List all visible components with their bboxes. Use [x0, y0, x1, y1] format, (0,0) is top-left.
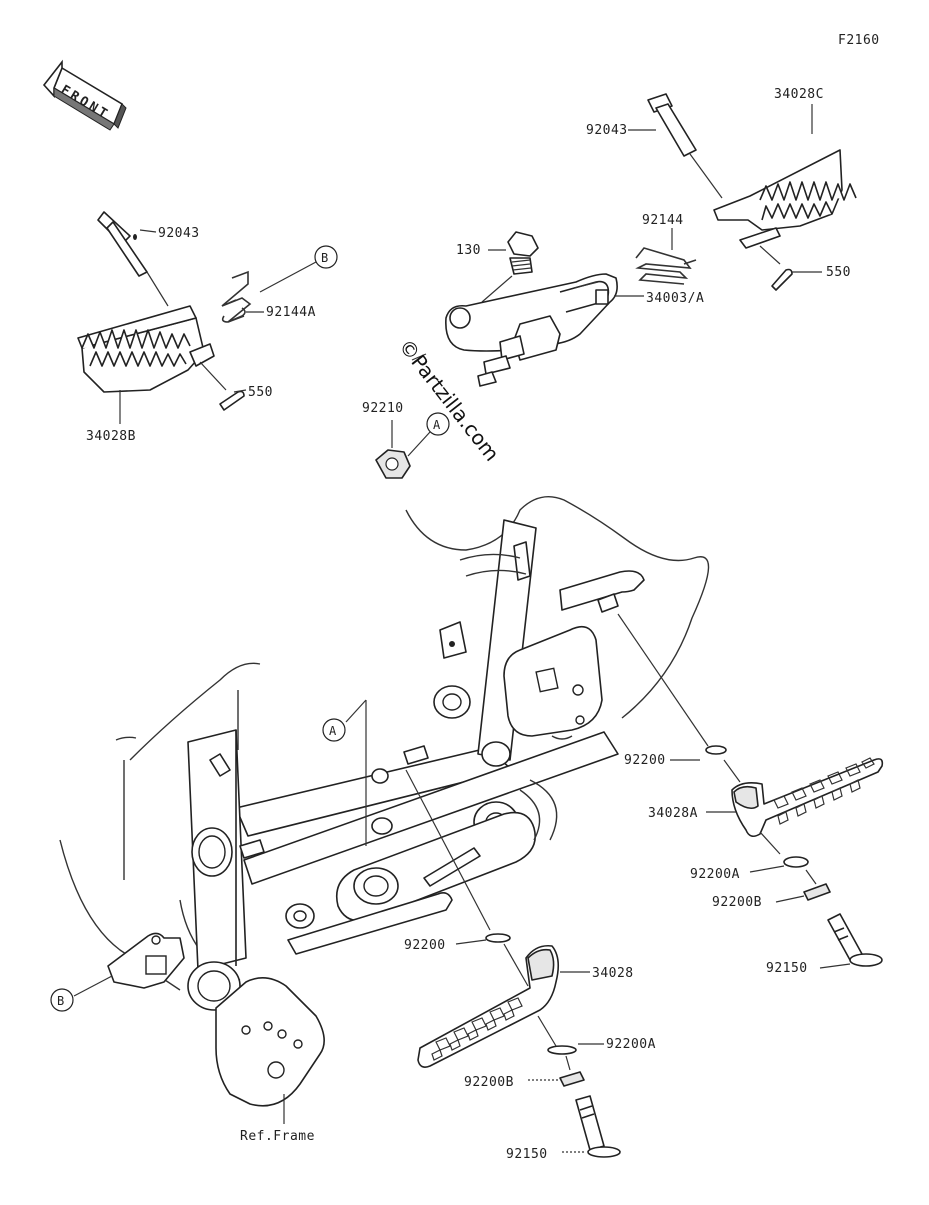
- svg-text:B: B: [57, 994, 64, 1008]
- spring-92144a: [221, 270, 252, 323]
- washer-92200-bottom: [485, 933, 511, 943]
- label-92043-right: 92043: [586, 123, 628, 138]
- pin-92150-bottom: [575, 1095, 621, 1158]
- washer-92200b-bottom: [559, 1071, 585, 1087]
- label-92200a-right: 92200A: [690, 867, 740, 882]
- washer-92200b-right: [803, 883, 831, 901]
- footpeg-34028b: [77, 211, 317, 424]
- label-92144: 92144: [642, 213, 684, 228]
- label-92150-right: 92150: [766, 961, 808, 976]
- svg-text:A: A: [433, 418, 441, 432]
- label-34028: 34028: [592, 966, 634, 981]
- washer-92200a-right: [783, 856, 809, 868]
- label-92144a: 92144A: [266, 305, 316, 320]
- washer-92200-right: [705, 745, 727, 755]
- nut-92210: [375, 449, 411, 479]
- label-92200-bottom: 92200: [404, 938, 446, 953]
- brake-pedal-34003a: [411, 231, 618, 387]
- cotter-pin-550-left: [219, 390, 245, 411]
- pin-92150-right: [827, 913, 883, 967]
- watermark: ©Partzilla.com: [394, 334, 504, 465]
- label-550-left: 550: [248, 385, 273, 400]
- label-92200b-right: 92200B: [712, 895, 762, 910]
- label-92043-left: 92043: [158, 226, 200, 241]
- footpeg-34028: [417, 944, 560, 1068]
- frame-assembly: [59, 496, 710, 1107]
- footpeg-34028a: [731, 757, 884, 838]
- spring-92144: [635, 247, 697, 285]
- cotter-pin-550-right: [771, 268, 793, 291]
- front-arrow-icon: FRONT: [42, 59, 127, 131]
- label-92150-bottom: 92150: [506, 1147, 548, 1162]
- callout-a-frame: A: [322, 718, 346, 742]
- label-550-right: 550: [826, 265, 851, 280]
- label-34028b: 34028B: [86, 429, 136, 444]
- label-92200a-bottom: 92200A: [606, 1037, 656, 1052]
- svg-text:B: B: [321, 251, 328, 265]
- callout-a-top: A: [426, 412, 450, 436]
- bolt-130: [507, 231, 539, 275]
- figure-code: F2160: [838, 33, 880, 48]
- svg-text:A: A: [329, 724, 337, 738]
- label-34003a: 34003/A: [646, 291, 704, 306]
- pin-92043-left: [97, 211, 148, 277]
- washer-92200a-bottom: [547, 1045, 577, 1055]
- pin-92043-right: [647, 93, 697, 157]
- label-92200-right: 92200: [624, 753, 666, 768]
- callout-b-frame: B: [50, 988, 74, 1012]
- callout-b-top: B: [314, 245, 338, 269]
- label-92200b-bottom: 92200B: [464, 1075, 514, 1090]
- label-34028a: 34028A: [648, 806, 698, 821]
- footpeg-34028c: [628, 93, 857, 291]
- label-34028c: 34028C: [774, 87, 824, 102]
- ref-frame-label: Ref.Frame: [240, 1129, 315, 1144]
- label-92210: 92210: [362, 401, 404, 416]
- label-130: 130: [456, 243, 481, 258]
